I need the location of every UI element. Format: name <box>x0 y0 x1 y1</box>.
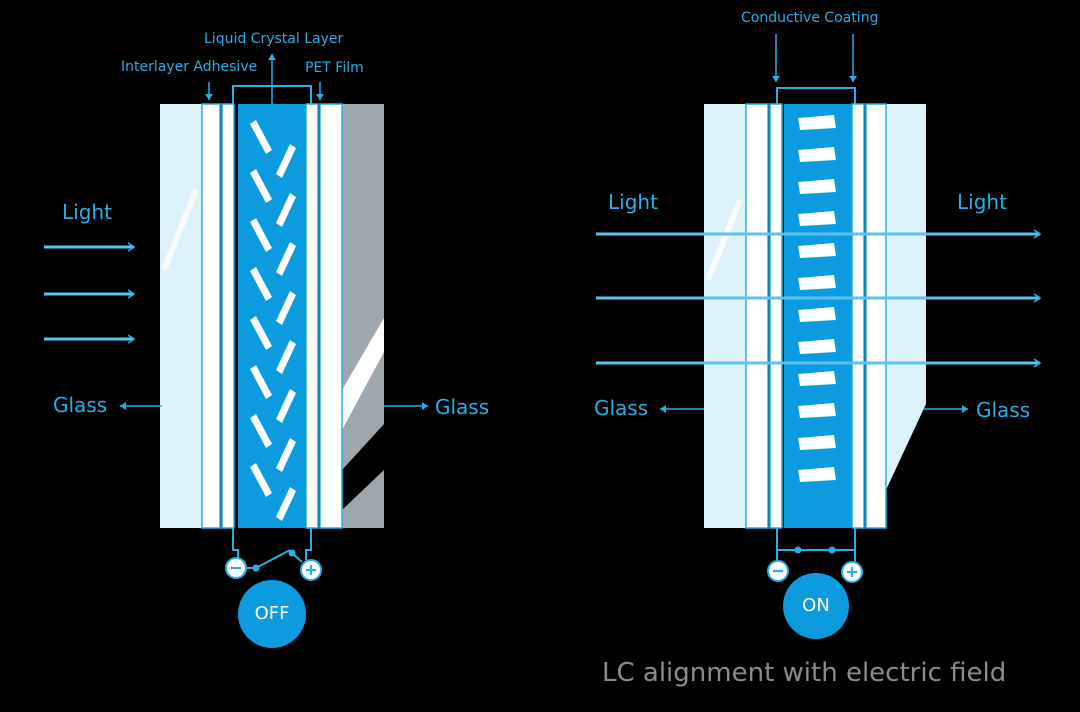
lc-molecule-aligned <box>798 403 836 418</box>
circuit-node-2 <box>828 546 836 554</box>
pet-right-on <box>851 103 865 529</box>
label-glass-right-off: Glass <box>435 395 490 419</box>
open-switch-lever <box>255 549 291 569</box>
label-pet-film: PET Film <box>305 60 364 76</box>
lc-molecules-on <box>798 115 836 482</box>
glass-pane-left-off <box>160 104 202 528</box>
off-state-circle <box>238 580 306 648</box>
pet-left-on <box>769 103 783 529</box>
circuit-wire-off-right <box>305 528 312 560</box>
label-light-left-on: Light <box>608 190 658 214</box>
pet-right-off <box>305 103 319 529</box>
lc-molecule-tilted-left <box>250 218 272 252</box>
lc-molecule-tilted-right <box>276 193 296 227</box>
adhesive-left-on <box>745 103 769 529</box>
lc-molecule-tilted-left <box>250 169 272 203</box>
closed-circuit-bar <box>782 528 852 546</box>
lc-molecule-tilted-right <box>276 487 296 521</box>
lc-molecule-tilted-left <box>250 120 272 154</box>
glass-glint-on <box>705 198 743 282</box>
lc-molecule-tilted-left <box>250 463 272 497</box>
glass-reflection-off <box>342 318 384 430</box>
lc-molecule-aligned <box>798 275 836 290</box>
circuit-node-1 <box>794 546 802 554</box>
lc-molecule-aligned <box>798 339 836 354</box>
circuit-wire-off-left <box>232 528 239 560</box>
lc-molecule-tilted-left <box>250 316 272 350</box>
glass-shadow-on <box>886 404 926 528</box>
lc-molecule-aligned <box>798 307 836 322</box>
glass-glint-off <box>161 188 199 272</box>
on-diagram <box>596 34 1042 639</box>
label-glass-left-on: Glass <box>594 396 649 420</box>
label-glass-right-on: Glass <box>976 398 1031 422</box>
label-state-off: OFF <box>254 603 290 624</box>
adhesive-right-off <box>319 103 343 529</box>
lc-molecule-aligned <box>798 371 836 386</box>
lc-molecule-tilted-right <box>276 340 296 374</box>
lc-molecule-aligned <box>798 243 836 258</box>
label-liquid-crystal-layer: Liquid Crystal Layer <box>204 31 344 47</box>
pet-left-off <box>221 103 235 529</box>
lc-molecule-tilted-right <box>276 291 296 325</box>
lc-molecule-tilted-right <box>276 242 296 276</box>
lc-molecule-tilted-left <box>250 414 272 448</box>
switch-wire-right <box>291 552 303 563</box>
lc-molecules-off <box>250 120 296 521</box>
lc-molecule-tilted-left <box>250 267 272 301</box>
lc-molecule-tilted-right <box>276 438 296 472</box>
lc-molecule-aligned <box>798 115 836 130</box>
lc-molecule-aligned <box>798 467 836 482</box>
label-glass-left-off: Glass <box>53 393 108 417</box>
label-light-off: Light <box>62 200 112 224</box>
circuit-wire-on <box>776 528 856 551</box>
label-conductive-coating: Conductive Coating <box>741 10 879 26</box>
off-diagram <box>44 54 428 648</box>
glass-pane-left-on <box>704 104 746 528</box>
adhesive-left-off <box>201 103 221 529</box>
glass-edge-gray2-off <box>342 470 384 528</box>
lc-molecule-aligned <box>798 179 836 194</box>
on-state-circle <box>783 573 849 639</box>
caption: LC alignment with electric field <box>602 658 1007 688</box>
lc-molecule-aligned <box>798 435 836 450</box>
label-light-right-on: Light <box>957 190 1007 214</box>
label-interlayer-adhesive: Interlayer Adhesive <box>121 59 258 75</box>
lc-molecule-aligned <box>798 147 836 162</box>
lc-molecule-aligned <box>798 211 836 226</box>
lc-molecule-tilted-right <box>276 389 296 423</box>
coating-bracket-on <box>776 87 856 104</box>
lc-molecule-tilted-left <box>250 365 272 399</box>
lc-layer-off <box>238 104 306 528</box>
lc-molecule-tilted-right <box>276 144 296 178</box>
adhesive-right-on <box>865 103 887 529</box>
label-state-on: ON <box>802 595 830 616</box>
